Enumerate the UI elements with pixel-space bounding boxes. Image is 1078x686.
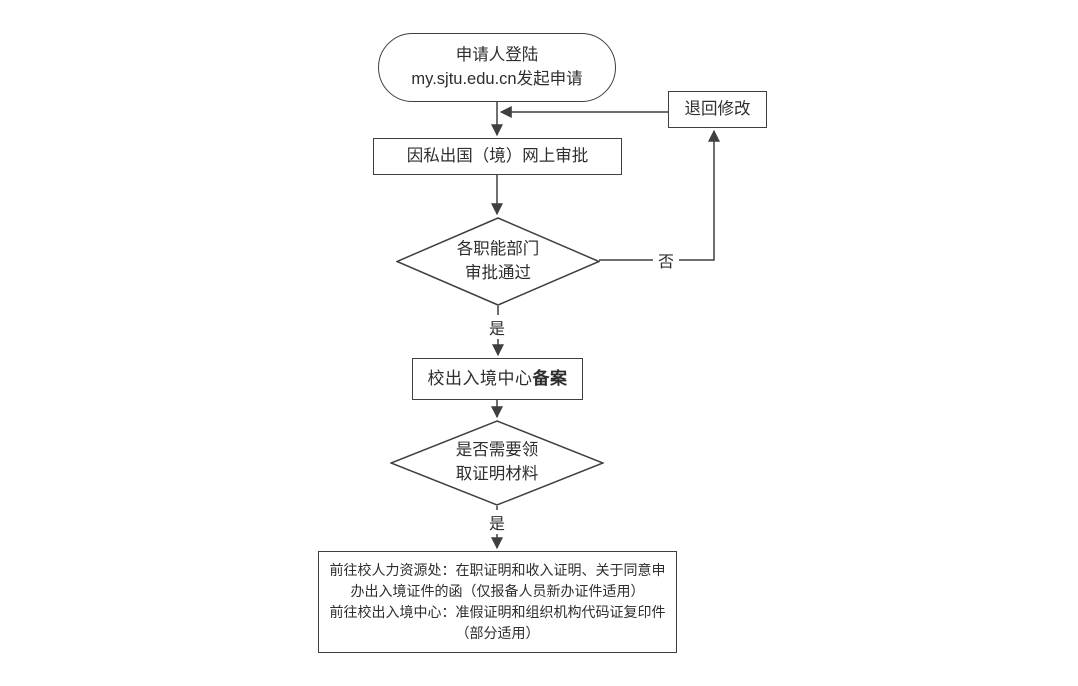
filing-label-bold: 备案 bbox=[532, 368, 568, 388]
final-line1: 前往校人力资源处：在职证明和收入证明、关于同意申 bbox=[329, 562, 666, 578]
return-modify-label: 退回修改 bbox=[684, 99, 751, 118]
final-line3: 前往校出入境中心：准假证明和组织机构代码证复印件 bbox=[329, 604, 666, 620]
start-line1: 申请人登陆 bbox=[455, 45, 539, 64]
final-line2: 办出入境证件的函（仅报备人员新办证件适用） bbox=[350, 583, 645, 599]
material-decision-line1: 是否需要领 bbox=[455, 441, 539, 460]
final-instructions-box: 前往校人力资源处：在职证明和收入证明、关于同意申 办出入境证件的函（仅报备人员新… bbox=[318, 551, 677, 653]
filing-label-normal: 校出入境中心 bbox=[427, 368, 533, 388]
start-terminator: 申请人登陆 my.sjtu.edu.cn发起申请 bbox=[378, 33, 616, 102]
dept-approval-line1: 各职能部门 bbox=[456, 239, 540, 258]
dept-approval-line2: 审批通过 bbox=[465, 263, 531, 282]
diamond-outline bbox=[390, 420, 604, 506]
online-approval-label: 因私出国（境）网上审批 bbox=[406, 146, 589, 165]
material-decision-line2: 取证明材料 bbox=[455, 465, 539, 483]
material-decision-diamond: 是否需要领 取证明材料 bbox=[390, 420, 604, 506]
filing-label: 校出入境中心备案 bbox=[428, 367, 568, 392]
edge-no-to-return bbox=[599, 129, 720, 261]
edge-label-yes-2: 是 bbox=[483, 510, 511, 534]
start-line2: my.sjtu.edu.cn发起申请 bbox=[411, 69, 583, 88]
edge-label-no: 否 bbox=[652, 248, 680, 272]
dept-approval-diamond: 各职能部门 审批通过 bbox=[396, 217, 600, 306]
filing-box: 校出入境中心备案 bbox=[412, 358, 583, 400]
return-modify-box: 退回修改 bbox=[668, 91, 767, 128]
final-line4: （部分适用） bbox=[455, 625, 540, 641]
online-approval-box: 因私出国（境）网上审批 bbox=[373, 138, 622, 175]
edge-label-yes-1: 是 bbox=[483, 315, 511, 339]
diamond-outline bbox=[396, 217, 600, 306]
